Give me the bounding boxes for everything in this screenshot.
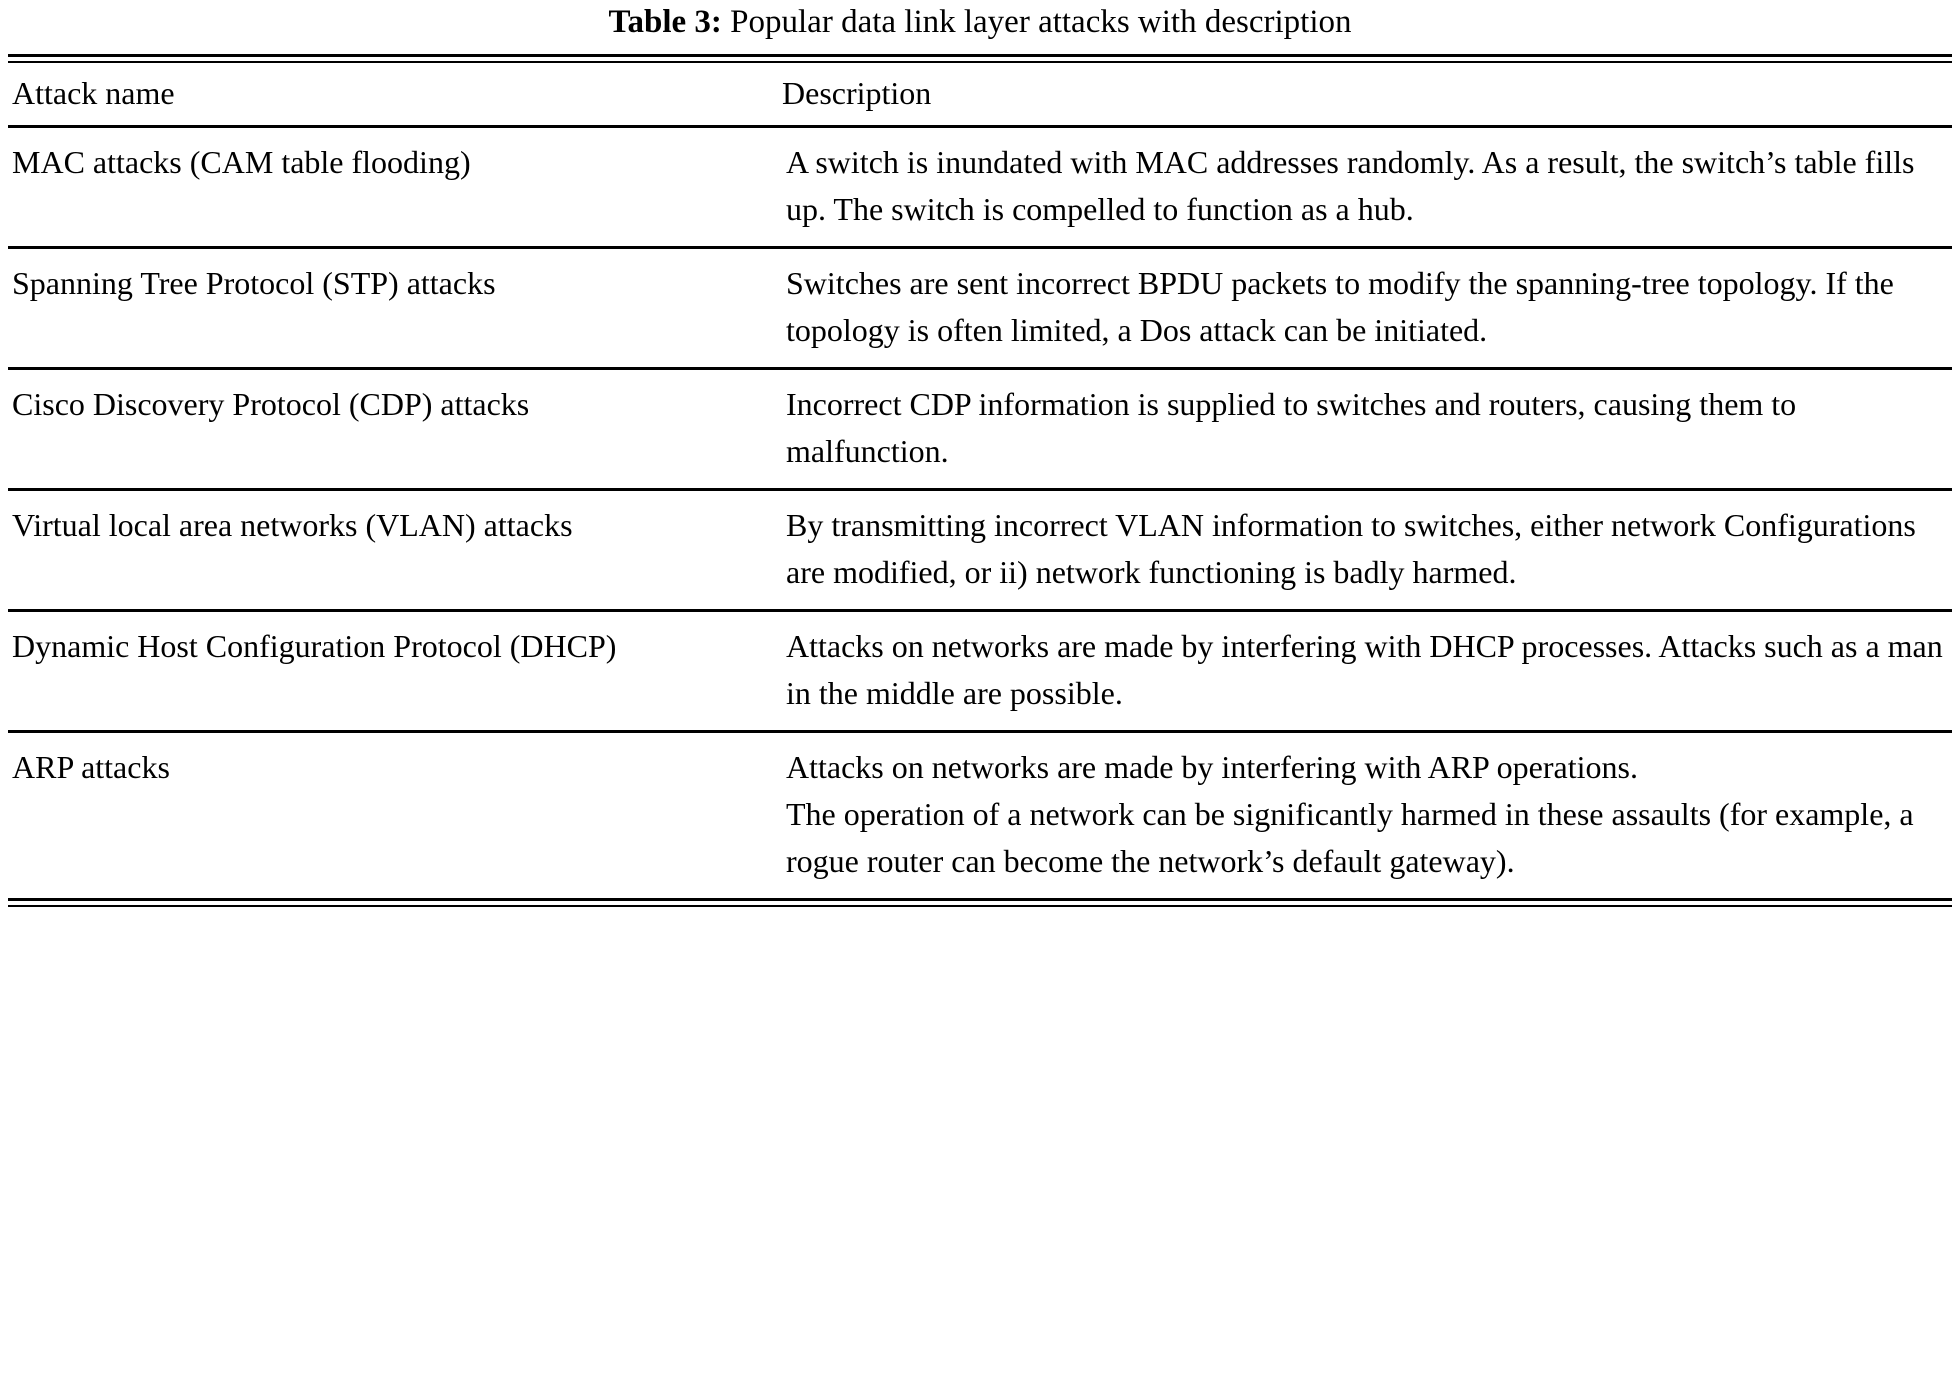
cell-attack-name: ARP attacks xyxy=(8,730,778,900)
table-row: Virtual local area networks (VLAN) attac… xyxy=(8,488,1952,611)
bottom-rule-row xyxy=(8,898,1952,907)
column-header-description: Description xyxy=(782,75,932,111)
table-row: MAC attacks (CAM table flooding) A switc… xyxy=(8,127,1952,248)
cell-description: By transmitting incorrect VLAN informati… xyxy=(778,488,1952,611)
table-caption: Table 3: Popular data link layer attacks… xyxy=(8,0,1952,54)
table-body: MAC attacks (CAM table flooding) A switc… xyxy=(8,127,1952,900)
bottom-rule xyxy=(8,898,1952,907)
cell-attack-name: MAC attacks (CAM table flooding) xyxy=(12,144,471,180)
description-paragraph: Attacks on networks are made by interfer… xyxy=(786,749,1638,785)
cell-attack-name: Spanning Tree Protocol (STP) attacks xyxy=(8,246,778,369)
caption-text: Popular data link layer attacks with des… xyxy=(730,4,1352,40)
cell-attack-name: Dynamic Host Configuration Protocol (DHC… xyxy=(8,609,778,732)
header-row: Attack name Description xyxy=(8,62,1952,125)
cell-attack-name: Virtual local area networks (VLAN) attac… xyxy=(8,488,778,611)
caption-label: Table 3: xyxy=(608,4,722,40)
table-container: Table 3: Popular data link layer attacks… xyxy=(8,0,1952,907)
cell-description: Switches are sent incorrect BPDU packets… xyxy=(778,246,1952,369)
header-rule-row xyxy=(8,124,1952,128)
cell-description: Attacks on networks are made by interfer… xyxy=(778,609,1952,732)
top-rule xyxy=(8,54,1952,63)
cell-description: Attacks on networks are made by interfer… xyxy=(778,730,1952,900)
column-header-attack-name: Attack name xyxy=(12,75,175,111)
description-paragraph: The operation of a network can be signif… xyxy=(786,796,1914,879)
cell-description: Incorrect CDP information is supplied to… xyxy=(778,367,1952,490)
cell-attack-name: Cisco Discovery Protocol (CDP) attacks xyxy=(8,367,778,490)
top-rule-row xyxy=(8,54,1952,63)
attacks-table: Attack name Description MAC attacks (CAM… xyxy=(8,54,1952,907)
table-foot xyxy=(8,898,1952,907)
table-head: Attack name Description xyxy=(8,54,1952,128)
table-row: ARP attacks Attacks on networks are made… xyxy=(8,730,1952,900)
header-rule xyxy=(8,124,1952,128)
table-row: Cisco Discovery Protocol (CDP) attacks I… xyxy=(8,367,1952,490)
table-row: Spanning Tree Protocol (STP) attacks Swi… xyxy=(8,246,1952,369)
table-row: Dynamic Host Configuration Protocol (DHC… xyxy=(8,609,1952,732)
cell-description: A switch is inundated with MAC addresses… xyxy=(786,144,1915,227)
